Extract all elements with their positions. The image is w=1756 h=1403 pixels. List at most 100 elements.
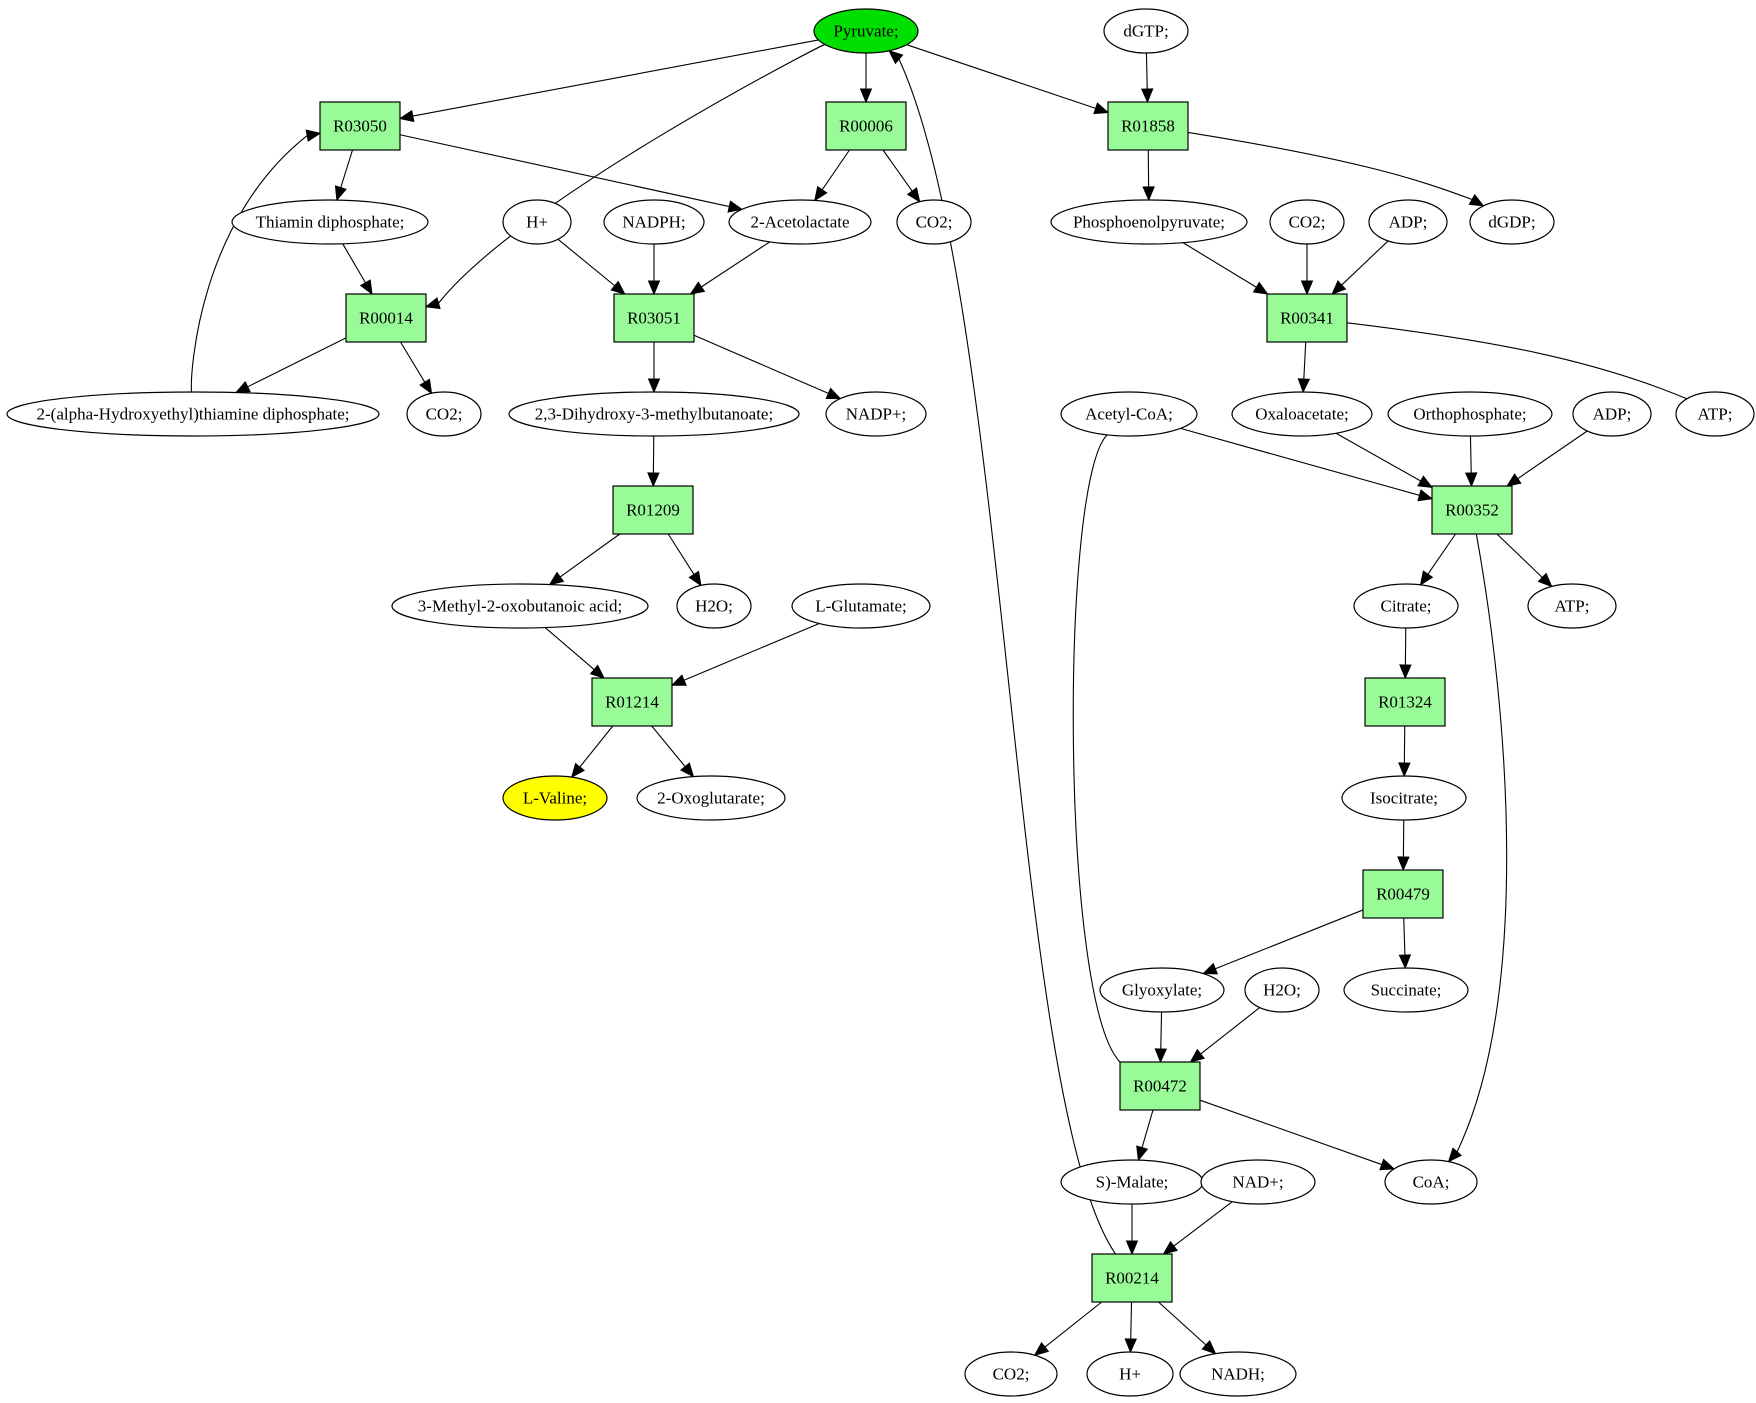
- compound-node-succinate[interactable]: Succinate;: [1343, 967, 1469, 1013]
- compound-node-co2[interactable]: CO2;: [896, 199, 972, 245]
- edge-line: [1180, 427, 1420, 496]
- edge-pyruvate-to-r01858: [906, 44, 1110, 115]
- arrowhead-icon: [647, 472, 660, 488]
- edge-h-to-r03051: [557, 238, 626, 295]
- edge-r00341-to-atp: [1346, 322, 1704, 411]
- reaction-node-r00006[interactable]: R00006: [825, 101, 907, 151]
- compound-node-citrate[interactable]: Citrate;: [1353, 583, 1459, 629]
- node-label: R00479: [1376, 885, 1430, 904]
- edge-phosphoenolpyruvate-to-r00341: [1182, 242, 1269, 295]
- edge-line: [1469, 435, 1472, 474]
- edge-orthophosphate-to-r00352: [1464, 435, 1478, 488]
- compound-node-nadph[interactable]: NADPH;: [603, 199, 705, 245]
- edge-r00014-to-2-alpha-hydroxyethyl-thiamine-diphosphate: [234, 337, 347, 394]
- node-label: R01209: [626, 501, 680, 520]
- compound-node-2-alpha-hydroxyethyl-thiamine-diphosphate[interactable]: 2-(alpha-Hydroxyethyl)thiamine diphospha…: [6, 391, 380, 437]
- edge-line: [1403, 917, 1406, 956]
- reaction-node-r00214[interactable]: R00214: [1091, 1253, 1173, 1303]
- edge-r01858-to-phosphoenolpyruvate: [1142, 149, 1155, 202]
- compound-node-2-3-dihydroxy-3-methylbutanoate[interactable]: 2,3-Dihydroxy-3-methylbutanoate;: [508, 391, 800, 437]
- compound-node-s-malate[interactable]: S)-Malate;: [1060, 1159, 1204, 1205]
- compound-node-thiamin-diphosphate[interactable]: Thiamin diphosphate;: [231, 199, 429, 245]
- reaction-node-r03050[interactable]: R03050: [319, 101, 401, 151]
- edge-dgtp-to-r01858: [1140, 52, 1154, 104]
- compound-node-adp[interactable]: ADP;: [1572, 391, 1652, 437]
- compound-ellipse: [1099, 967, 1225, 1013]
- reaction-node-r01858[interactable]: R01858: [1107, 101, 1189, 151]
- compound-ellipse: [1527, 583, 1617, 629]
- edge-line: [247, 337, 347, 388]
- compound-node-l-valine[interactable]: L-Valine;: [502, 775, 608, 821]
- reaction-node-r00014[interactable]: R00014: [345, 293, 427, 343]
- edge-line: [399, 134, 730, 208]
- edge-adp-to-r00352: [1505, 430, 1588, 487]
- reaction-node-r00341[interactable]: R00341: [1266, 293, 1348, 343]
- arrowhead-icon: [1033, 1341, 1050, 1356]
- compound-node-oxaloacetate[interactable]: Oxaloacetate;: [1231, 391, 1373, 437]
- reaction-node-r00472[interactable]: R00472: [1119, 1061, 1201, 1111]
- arrowhead-icon: [359, 279, 373, 296]
- node-label: H+: [1119, 1365, 1141, 1384]
- reaction-node-r01209[interactable]: R01209: [612, 485, 694, 535]
- node-label: Pyruvate;: [833, 22, 898, 41]
- compound-node-nadh[interactable]: NADH;: [1179, 1351, 1297, 1397]
- edge-r01214-to-2-oxoglutarate: [651, 725, 695, 778]
- arrowhead-icon: [1447, 1147, 1463, 1163]
- arrowhead-icon: [1201, 1340, 1217, 1355]
- edge-line: [1200, 1007, 1261, 1055]
- compound-node-h2o[interactable]: H2O;: [676, 583, 752, 629]
- reaction-box: [1431, 485, 1513, 535]
- compound-node-acetyl-coa[interactable]: Acetyl-CoA;: [1060, 391, 1198, 437]
- edge-line: [821, 149, 850, 191]
- compound-node-h[interactable]: H+: [1086, 1351, 1174, 1397]
- compound-node-glyoxylate[interactable]: Glyoxylate;: [1099, 967, 1225, 1013]
- compound-node-atp[interactable]: ATP;: [1527, 583, 1617, 629]
- compound-node-orthophosphate[interactable]: Orthophosphate;: [1387, 391, 1553, 437]
- compound-node-pyruvate[interactable]: Pyruvate;: [813, 8, 919, 54]
- compound-node-phosphoenolpyruvate[interactable]: Phosphoenolpyruvate;: [1050, 199, 1248, 245]
- arrowhead-icon: [1398, 762, 1411, 778]
- edge-r03050-to-thiamin-diphosphate: [334, 149, 354, 202]
- edge-r03051-to-2-3-dihydroxy-3-methylbutanoate: [647, 342, 661, 394]
- compound-node-nad[interactable]: NAD+;: [1200, 1159, 1316, 1205]
- edge-r00214-to-co2: [1033, 1301, 1103, 1356]
- compound-node-2-oxoglutarate[interactable]: 2-Oxoglutarate;: [636, 775, 786, 821]
- node-label: Acetyl-CoA;: [1085, 405, 1173, 424]
- compound-node-nadp[interactable]: NADP+;: [825, 391, 927, 437]
- compound-ellipse: [825, 391, 927, 437]
- compound-node-co2[interactable]: CO2;: [406, 391, 482, 437]
- compound-node-h[interactable]: H+: [502, 199, 572, 245]
- reaction-node-r00352[interactable]: R00352: [1431, 485, 1513, 535]
- node-label: NADPH;: [622, 213, 685, 232]
- compound-node-isocitrate[interactable]: Isocitrate;: [1341, 775, 1467, 821]
- compound-node-h2o[interactable]: H2O;: [1244, 967, 1320, 1013]
- compound-node-co2[interactable]: CO2;: [964, 1351, 1058, 1397]
- compound-ellipse: [1341, 775, 1467, 821]
- node-label: Isocitrate;: [1370, 789, 1438, 808]
- edge-line: [1182, 242, 1257, 288]
- node-label: R01214: [605, 693, 659, 712]
- edge-line: [651, 725, 686, 767]
- compound-node-dgtp[interactable]: dGTP;: [1103, 8, 1189, 54]
- reaction-node-r03051[interactable]: R03051: [613, 293, 695, 343]
- reaction-node-r01214[interactable]: R01214: [591, 677, 673, 727]
- compound-node-atp[interactable]: ATP;: [1675, 391, 1755, 437]
- compound-node-coa[interactable]: CoA;: [1384, 1159, 1478, 1205]
- compound-node-adp[interactable]: ADP;: [1368, 199, 1448, 245]
- node-label: R03050: [333, 117, 387, 136]
- compound-ellipse: [1103, 8, 1189, 54]
- reaction-node-r01324[interactable]: R01324: [1364, 677, 1446, 727]
- node-label: R00214: [1105, 1269, 1159, 1288]
- reaction-box: [1091, 1253, 1173, 1303]
- compound-node-3-methyl-2-oxobutanoic-acid[interactable]: 3-Methyl-2-oxobutanoic acid;: [391, 583, 649, 629]
- compound-node-2-acetolactate[interactable]: 2-Acetolactate: [728, 199, 872, 245]
- compound-node-co2[interactable]: CO2;: [1269, 199, 1345, 245]
- compound-node-dgdp[interactable]: dGDP;: [1469, 199, 1555, 245]
- reaction-node-r00479[interactable]: R00479: [1362, 869, 1444, 919]
- compound-ellipse: [1050, 199, 1248, 245]
- compound-ellipse: [1200, 1159, 1316, 1205]
- edge-r01858-to-dgdp: [1187, 131, 1485, 207]
- edge-h2o-to-r00472: [1189, 1007, 1261, 1063]
- edge-r00214-to-pyruvate: [888, 49, 1117, 1255]
- compound-node-l-glutamate[interactable]: L-Glutamate;: [791, 583, 931, 629]
